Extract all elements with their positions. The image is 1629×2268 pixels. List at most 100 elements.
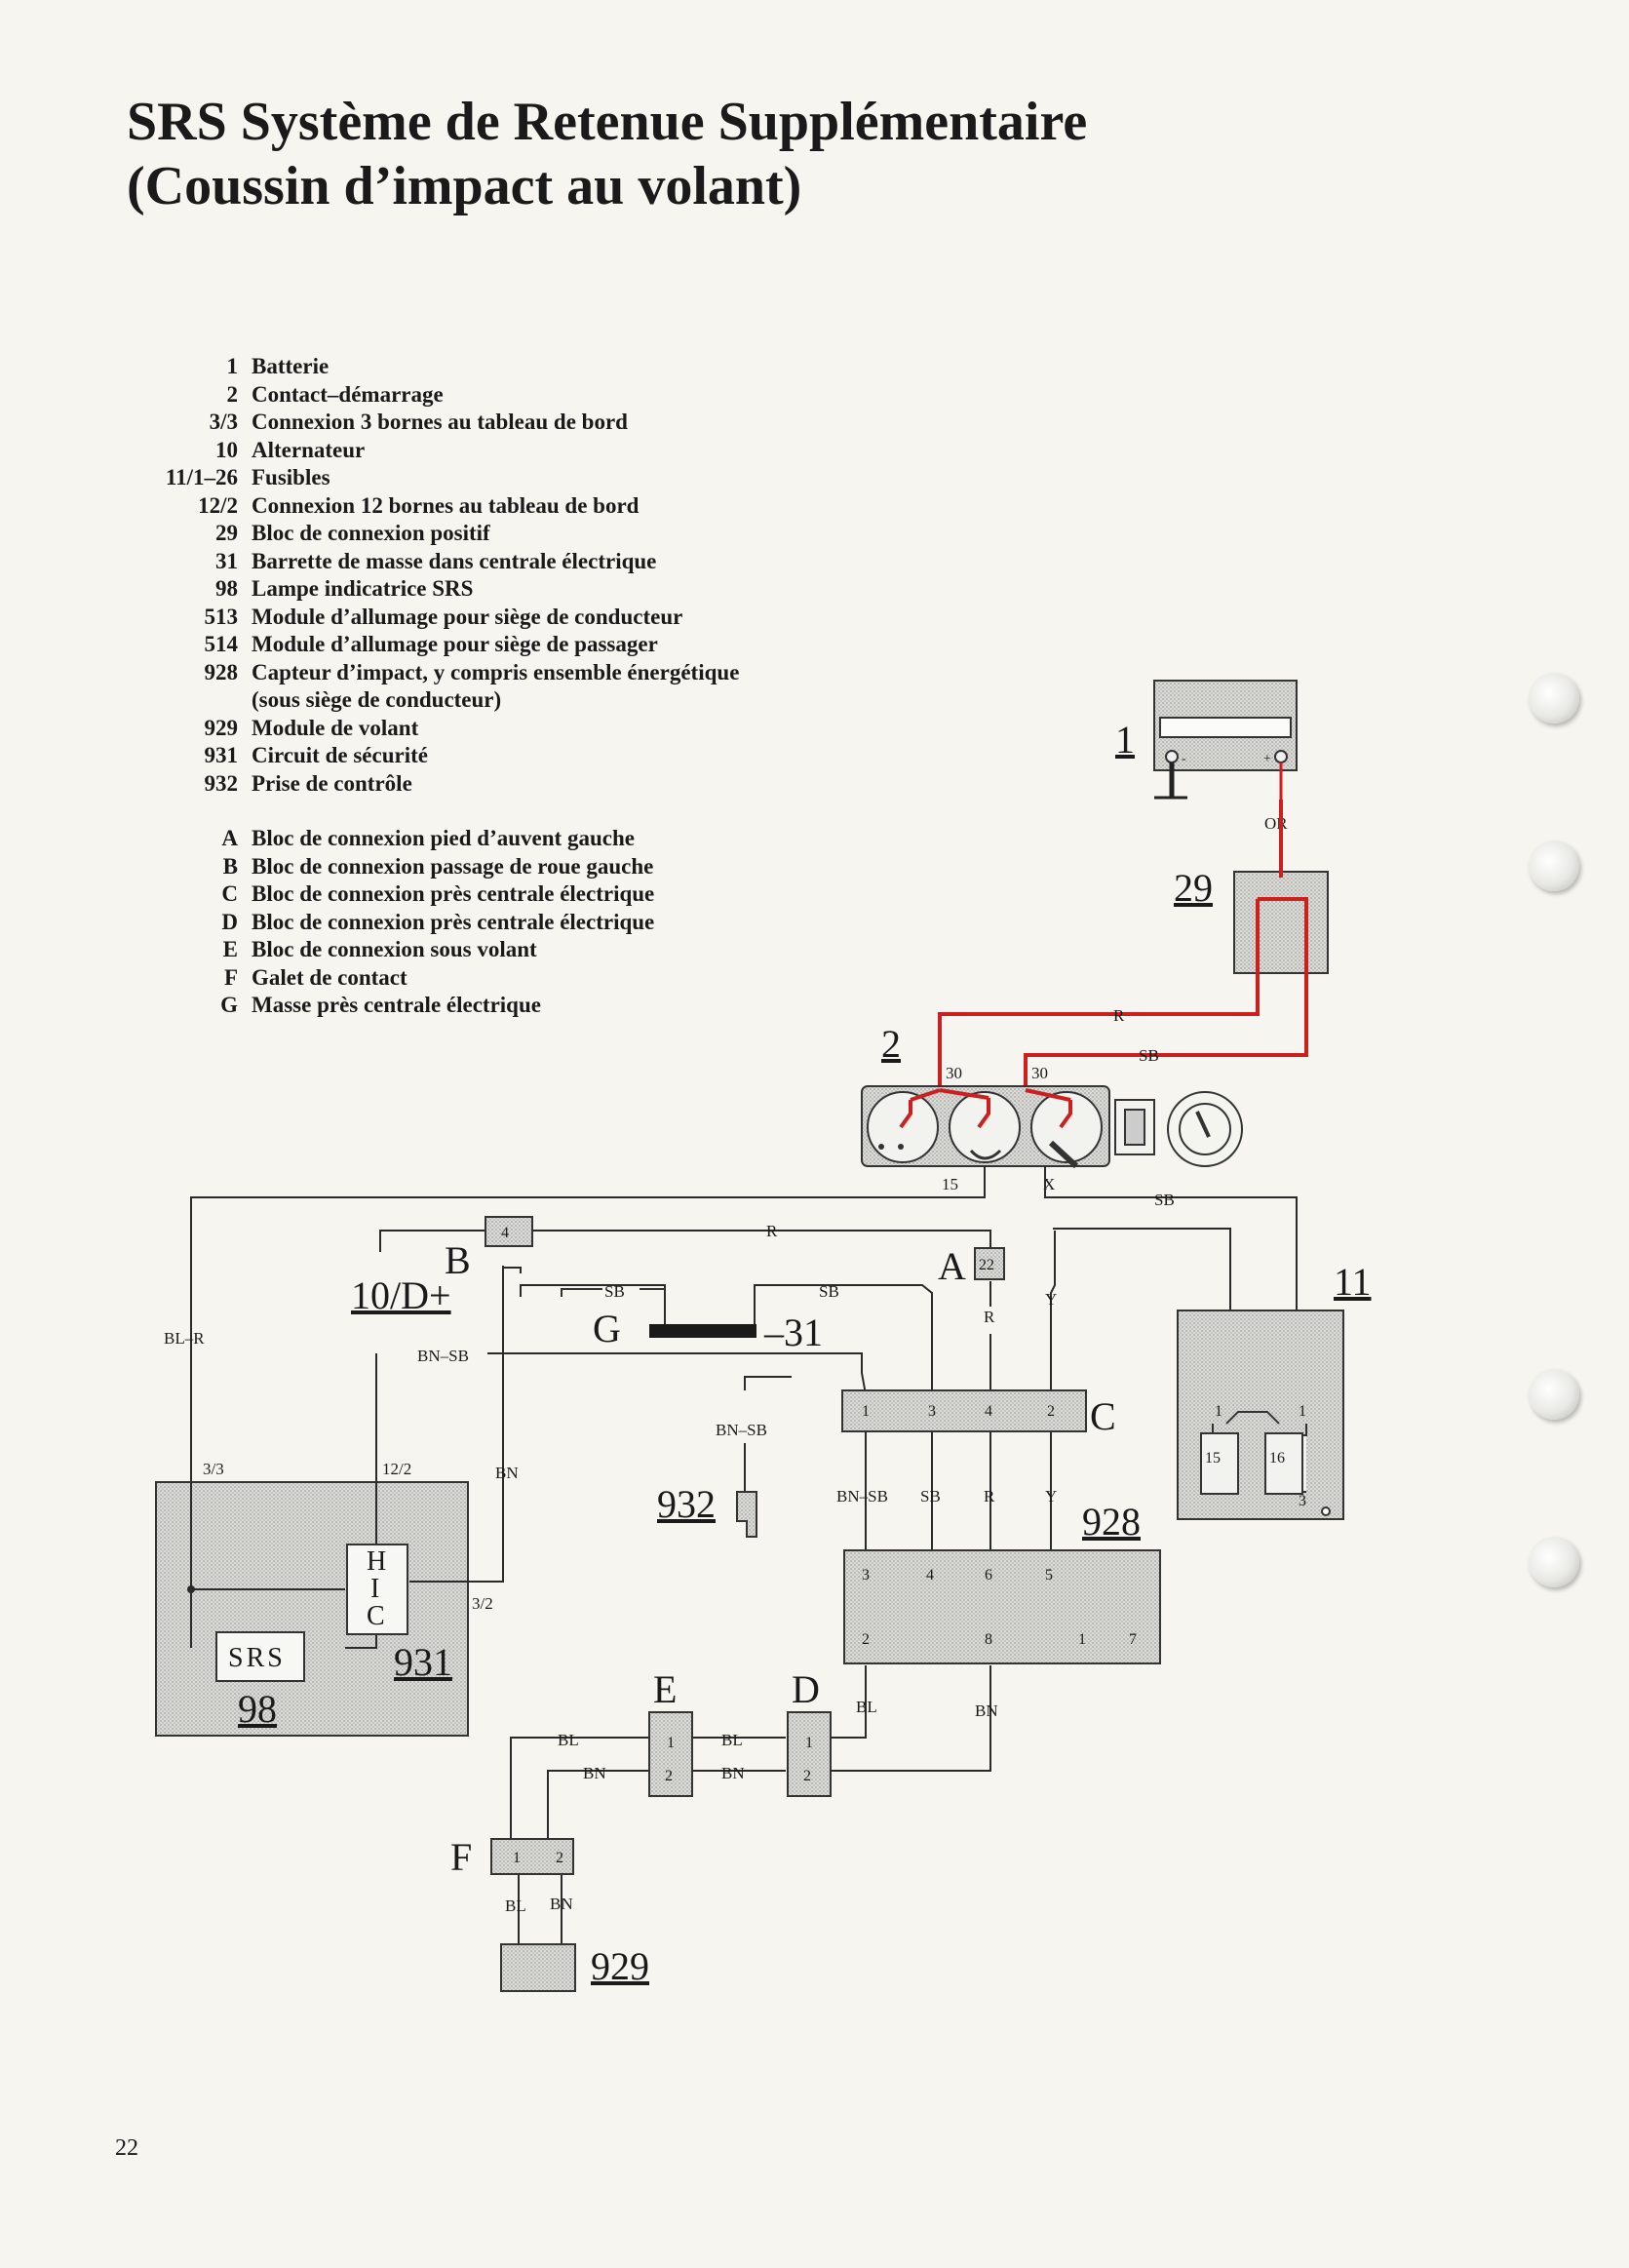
page-title: SRS Système de Retenue Supplémentaire (C… [127,90,1087,218]
legend-num: 929 [204,715,239,740]
pin-a22: 22 [979,1257,994,1273]
wire-bn-sb-c: BN–SB [836,1487,888,1505]
label-931: 931 [394,1640,452,1684]
connector-letter: D [221,909,238,934]
page-number: 22 [115,2135,138,2161]
legend-num: 931 [204,743,239,767]
connector-text: Bloc de connexion sous volant [252,937,537,961]
pin-c2: 2 [1047,1403,1055,1420]
legend-text: Circuit de sécurité [252,743,428,767]
ignition-switch-2 [861,1085,1243,1169]
pin-c1: 1 [862,1403,870,1420]
connector-letter: F [223,964,238,990]
binder-hole-icon [1529,1369,1579,1420]
fuse-box-11 [1177,1310,1344,1520]
legend-item: 931 Circuit de sécurité [136,742,739,770]
legend-text: Lampe indicatrice SRS [252,576,474,601]
label-10-d: 10/D+ [351,1273,451,1317]
impact-sensor-928 [843,1549,1161,1664]
legend-text: (sous siège de conducteur) [252,687,502,712]
legend-text: Capteur d’impact, y compris ensemble éne… [252,659,740,684]
fuse-pin-3: 3 [1299,1493,1306,1509]
battery-plus-label: + [1263,752,1271,766]
binder-hole-icon [1529,841,1579,891]
legend-num: 29 [215,521,238,545]
wire-r-b: R [766,1222,778,1240]
legend-item: 3/3 Connexion 3 bornes au tableau de bord [136,409,739,437]
label-932: 932 [657,1482,716,1526]
label-c: C [1090,1394,1116,1438]
legend-num: 98 [215,576,238,601]
wire-bn-ed: BN [721,1764,745,1782]
legend-num: 2 [226,381,239,407]
legend-text: Module d’allumage pour siège de conducte… [252,604,683,629]
fuse-15: 15 [1205,1450,1221,1466]
legend-item: 98 Lampe indicatrice SRS [136,575,739,604]
pin-928-7: 7 [1129,1631,1137,1648]
binder-hole-icon [1529,1537,1579,1587]
battery-minus-label: - [1182,752,1186,766]
terminal-3-3: 3/3 [203,1460,224,1478]
pin-c3: 3 [928,1403,936,1420]
safety-circuit-931 [155,1481,469,1737]
pin-928-5: 5 [1045,1567,1053,1584]
terminal-30-b: 30 [1031,1064,1048,1082]
legend-num: 11/1–26 [165,465,238,489]
ground-bar-31 [649,1324,756,1338]
legend-text: Barrette de masse dans centrale électriq… [252,548,657,573]
steering-module-929 [500,1943,576,1992]
wire-bl-ed: BL [721,1731,743,1749]
pin-e2: 2 [665,1768,673,1784]
label-929: 929 [591,1944,649,1988]
pin-b4: 4 [501,1225,509,1241]
legend-item: (sous siège de conducteur) [136,686,739,715]
wire-bn-e: BN [583,1764,606,1782]
legend-num: 31 [215,548,238,573]
legend-item: 31 Barrette de masse dans centrale électr… [136,548,739,576]
label-b: B [445,1238,471,1282]
wire-bn-sb-932: BN–SB [716,1421,767,1439]
legend-text: Connexion 3 bornes au tableau de bord [252,410,628,434]
wire-bl-e: BL [558,1731,579,1749]
connector-d [787,1711,832,1797]
connector-letter: G [220,993,238,1017]
legend-num: 12/2 [198,492,238,518]
label-2: 2 [881,1022,901,1066]
block-29 [1233,871,1329,974]
label-f: F [450,1835,472,1879]
wire-sb-c: SB [920,1487,941,1505]
legend-num: 3/3 [209,410,238,434]
hic-h: H [367,1546,386,1577]
legend-num: 1 [226,354,239,378]
fuse-16: 16 [1269,1450,1285,1466]
legend-text: Contact–démarrage [252,381,444,407]
pin-e1: 1 [667,1735,675,1751]
terminal-12-2: 12/2 [382,1460,411,1478]
connector-text: Bloc de connexion passage de roue gauche [252,853,654,879]
legend-text: Module d’allumage pour siège de passager [252,632,658,656]
wire-sb-11: SB [1154,1191,1175,1209]
wire-r-c: R [984,1487,995,1505]
label-29: 29 [1174,866,1213,910]
label-e: E [653,1667,677,1711]
label-928: 928 [1082,1500,1141,1544]
fuse-pin-1a: 1 [1215,1403,1222,1420]
title-line-2: (Coussin d’impact au volant) [127,156,802,216]
wire-r-a: R [984,1308,995,1326]
binder-hole-icon [1529,673,1579,723]
pin-928-4: 4 [926,1567,934,1584]
label-d: D [792,1667,820,1711]
